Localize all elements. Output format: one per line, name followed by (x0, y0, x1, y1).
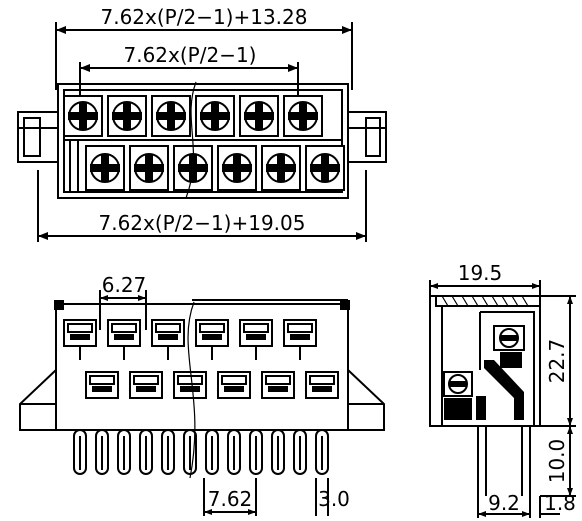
dim-pitch-top-label: 6.27 (102, 273, 147, 297)
pin-row (73, 429, 329, 475)
dim-mid-label: 7.62x(P/2−1) (124, 43, 257, 67)
front-view: 6.27 (19, 273, 385, 516)
side-view: 19.5 2 (429, 261, 576, 518)
bottom-row-terminals (85, 145, 345, 191)
dim-pin-thickness-label: 1.8 (544, 491, 576, 515)
dim-height-label: 22.7 (545, 339, 569, 384)
dim-bottom-label: 7.62x(P/2−1)+19.05 (99, 211, 306, 235)
dim-width-label: 19.5 (458, 261, 503, 285)
dim-pitch-bottom-label: 7.62 (208, 487, 253, 511)
dim-pin-label: 3.0 (318, 487, 350, 511)
dim-top-label: 7.62x(P/2−1)+13.28 (101, 5, 308, 29)
top-view: 7.62x(P/2−1)+13.28 7.62x(P/2−1) (17, 5, 387, 242)
dim-pin-length-label: 10.0 (545, 439, 569, 484)
dim-pin-offset-label: 9.2 (488, 491, 520, 515)
top-row-terminals (63, 95, 323, 137)
